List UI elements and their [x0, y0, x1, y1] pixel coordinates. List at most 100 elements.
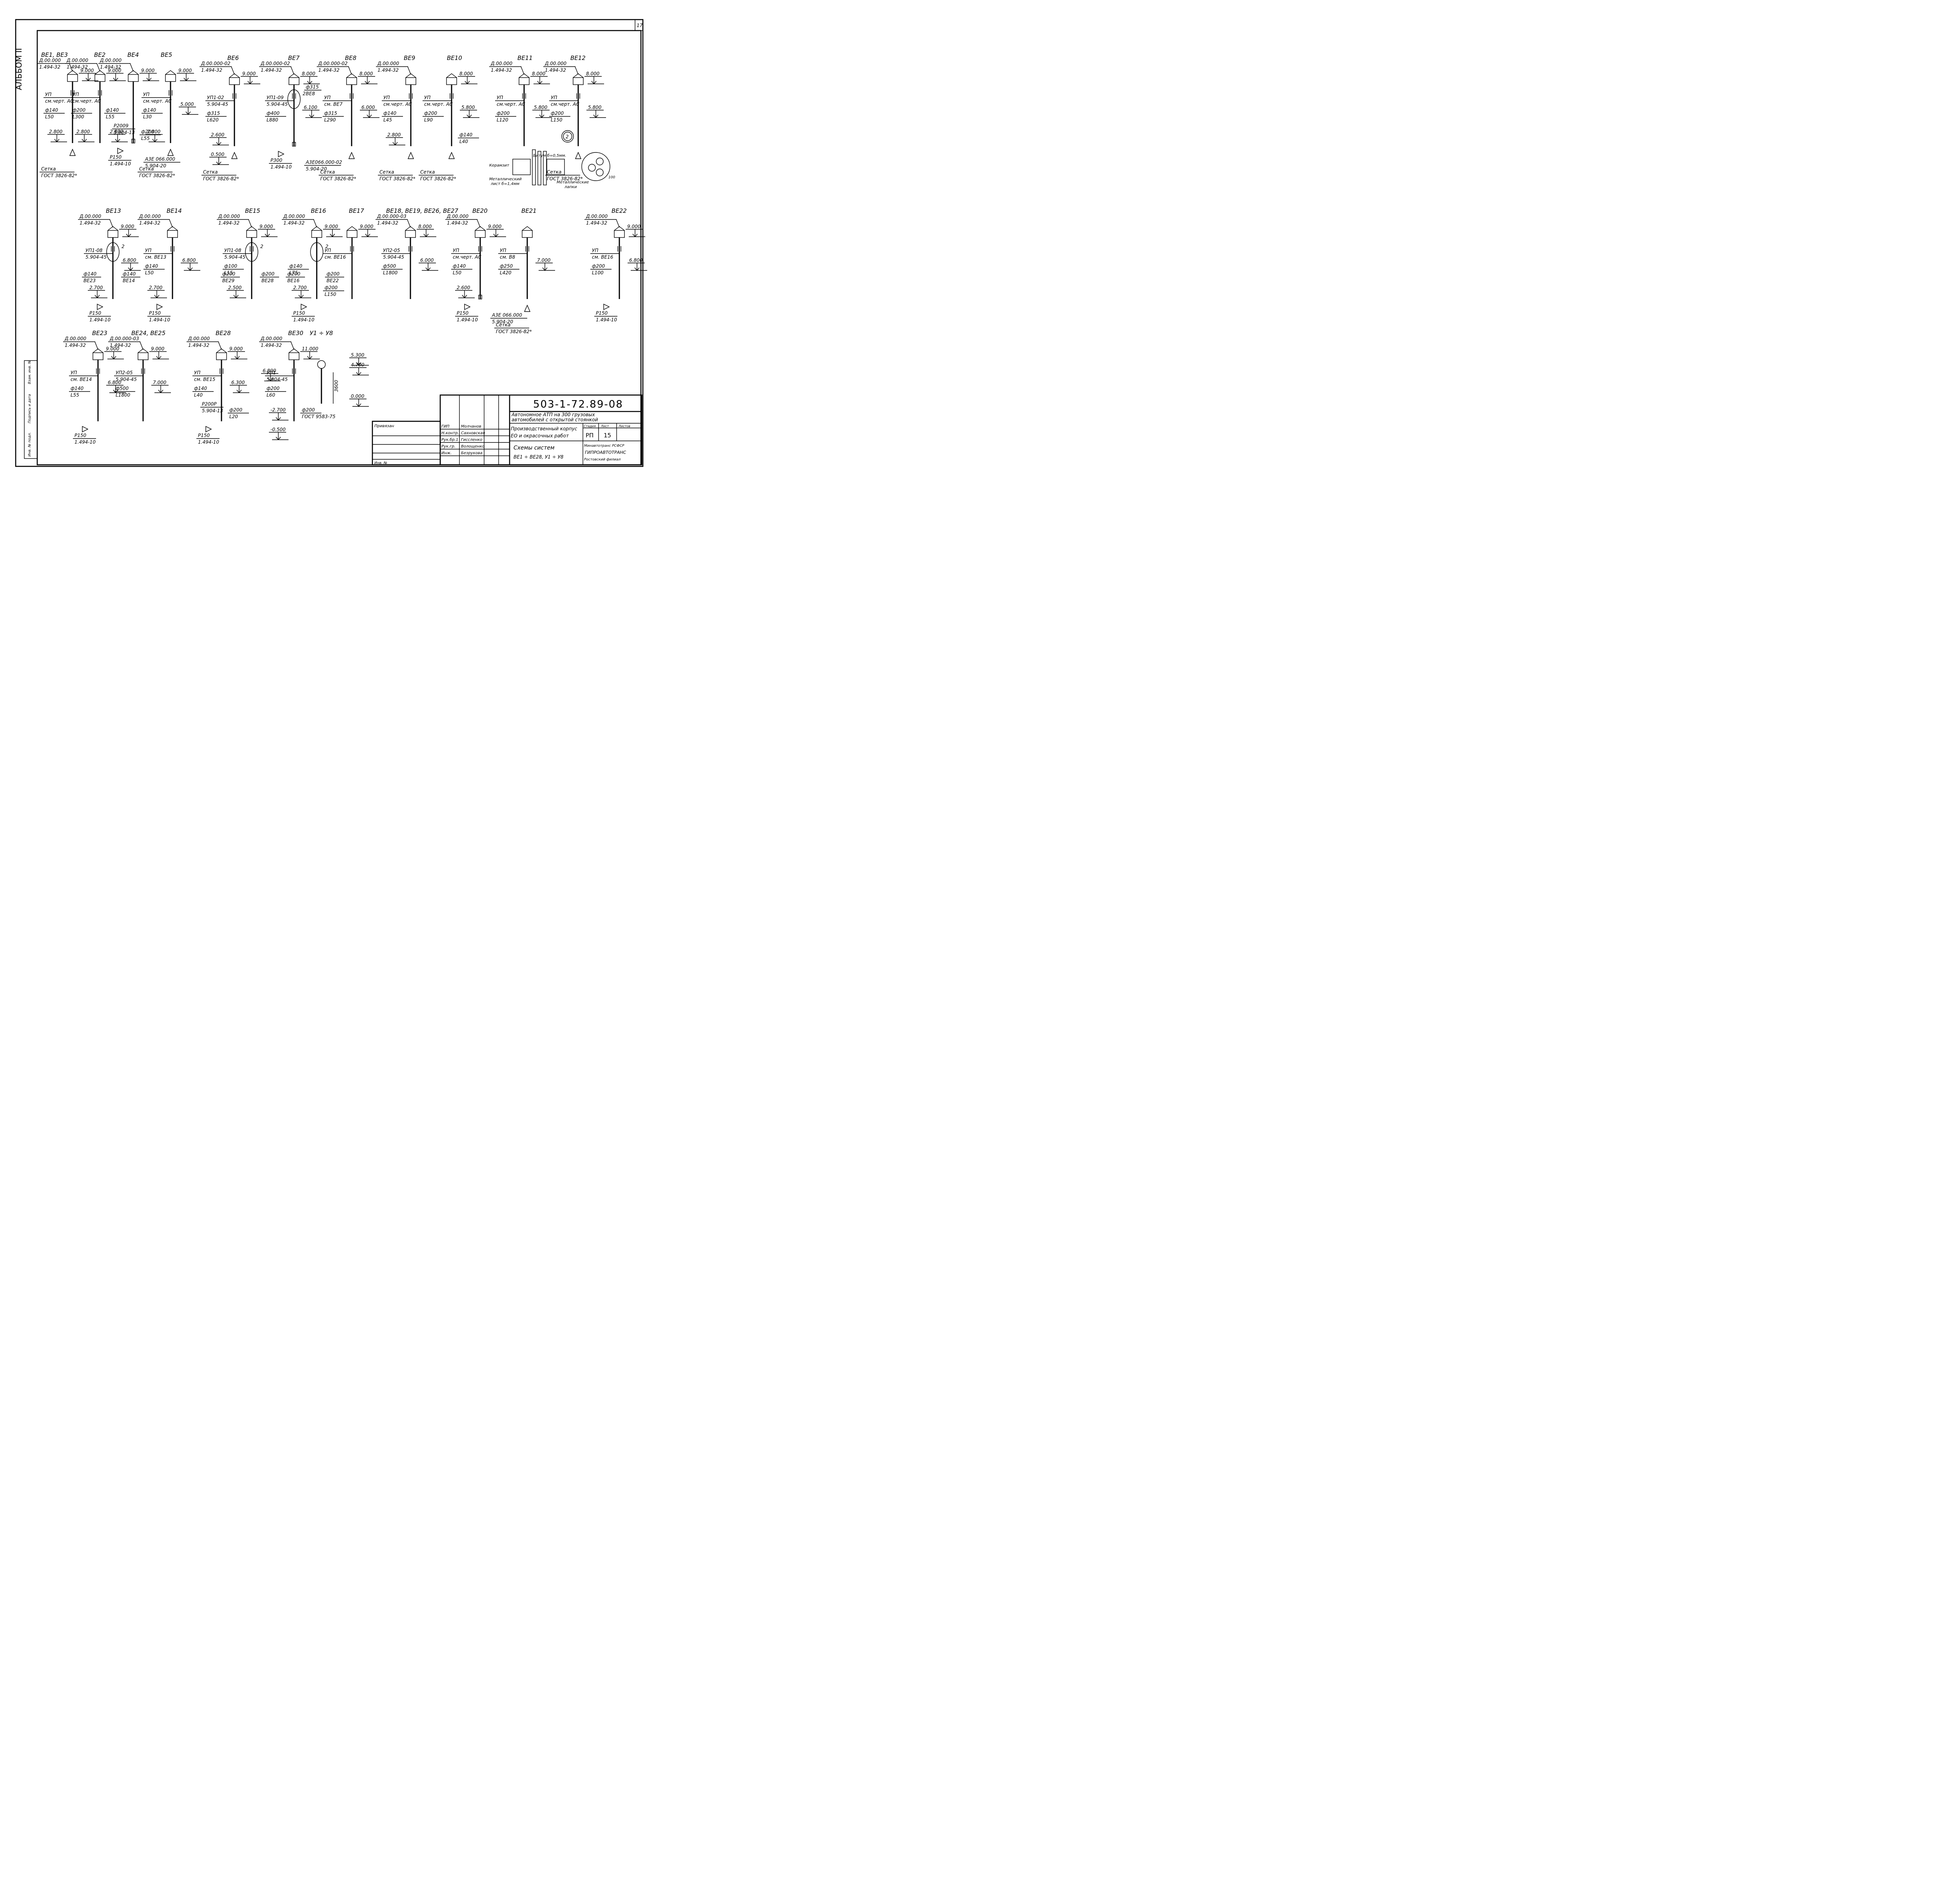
deflector-icon [519, 77, 530, 85]
pipe-hole [596, 169, 604, 176]
system-title: BE13 [106, 207, 121, 214]
unit-label-bottom: 5.904-45 [207, 102, 228, 107]
deflector-cap-icon [522, 226, 533, 231]
pipe2-label-top: ф200 [141, 129, 154, 134]
grille-icon [117, 147, 124, 154]
unit-label-bottom: см.черт. АС [551, 102, 579, 107]
grille-icon [348, 152, 355, 159]
deflector-cap-icon [614, 226, 625, 231]
signature-name: Волощенко [461, 444, 485, 449]
system-title: BE21 [521, 207, 537, 214]
pipe-label-top: ф140 [143, 107, 156, 113]
deflector-label-bottom: 1.494-32 [39, 64, 60, 70]
side-stamp-label-2: Подпись и дата [28, 394, 32, 423]
pipe2-label-top: ф200 [325, 285, 338, 290]
sheet-number: 17 [637, 23, 643, 28]
elevation-top: 8.000 [532, 71, 546, 76]
flange [543, 151, 547, 185]
pipe-label-top: ф140 [45, 107, 58, 113]
detail-2: 2 Битум б=0,5мм. Керамзит Металлический … [489, 130, 615, 189]
tee-node-icon [106, 242, 120, 262]
system-title: BE28 [216, 330, 231, 337]
sheets-header: Листов [618, 424, 630, 428]
elevation-mid: 6.800 [629, 257, 643, 263]
system-be1_be3: BE1, BE3Д.00.0001.494-329.000УПсм.черт. … [38, 51, 98, 178]
deflector-label-bottom: 1.494-32 [318, 67, 339, 73]
grid-label-top: Сетка [496, 322, 510, 328]
pipe-label-bottom: L50 [453, 270, 461, 276]
grille-icon [575, 152, 582, 159]
pipe-label-bottom: L55 [106, 114, 114, 120]
deflector-cap-icon [94, 70, 105, 75]
leader-line [290, 341, 294, 350]
valve-label-bottom: 5.904-13 [202, 408, 223, 413]
deflector-label-bottom: 1.494-32 [139, 220, 160, 226]
pipe-label-top: ф200 [267, 386, 280, 391]
deflector-label-bottom: 1.494-32 [80, 220, 101, 226]
deflector-cap-icon [93, 348, 103, 353]
elevation-bottom: 2.600 [457, 285, 470, 290]
deflector-icon [522, 230, 533, 238]
elevation-mid: 6.000 [361, 105, 375, 110]
sheet-title-line-2: BE1 ÷ BE28, У1 ÷ У8 [514, 454, 564, 460]
grille-icon [167, 149, 174, 156]
pipe-label-bottom: L60 [267, 392, 275, 398]
deflector-cap-icon [128, 70, 139, 75]
pipe-hole [588, 164, 596, 172]
building-line-2: ЕО и окрасочных работ [511, 433, 569, 439]
grid-label-bottom: ГОСТ 3826-82* [203, 176, 239, 181]
deflector-icon [165, 74, 176, 82]
louver-label-bottom: 1.494-10 [293, 317, 314, 323]
deflector-icon [93, 352, 103, 360]
elevation-mid: 6.800 [182, 257, 196, 263]
deflector-cap-icon [107, 226, 118, 231]
dimension-value: 3600 [334, 380, 339, 392]
deflector-label-top: Д.00.000 [260, 336, 283, 341]
branch-label-1-bottom: BE29 [222, 278, 234, 283]
pipe-label-bottom: L50 [45, 114, 54, 120]
elevation-0000: 0.000 [351, 393, 365, 399]
elevation-mid: 6.000 [420, 257, 434, 263]
deflector-icon [246, 230, 257, 238]
damper-icon [131, 139, 135, 143]
unit-label-bottom: см.черт. АС [45, 98, 74, 104]
unit-label-top: УП [592, 248, 598, 253]
deflector-label-top: Д.00.000 [139, 214, 161, 219]
system-title: BE30 [288, 330, 303, 337]
unit-label-top: УП [324, 95, 330, 100]
grid-label-top: Сетка [547, 169, 561, 175]
unit-label-top: УП2-05 [383, 248, 400, 253]
deflector-cap-icon [289, 348, 299, 353]
pipe-label-bottom: L880 [267, 117, 278, 123]
album-label: АЛЬБОМ II [14, 48, 24, 90]
signature-row: Инж.Безрукова [440, 451, 510, 456]
tee-node-icon [287, 89, 301, 109]
deflector-label-top: Д.00.000 [79, 214, 102, 219]
branch-label-bottom: BE8 [306, 91, 315, 96]
elevation-top: 9.000 [627, 224, 641, 229]
grille-icon [278, 150, 285, 158]
unit-label-bottom: 5.904-45 [383, 254, 404, 260]
leader-line [109, 219, 113, 228]
system-title: BE8 [345, 54, 356, 62]
grid-label-bottom: ГОСТ 3826-82* [420, 176, 456, 181]
pipe-label-top: ф140 [194, 386, 207, 391]
branch-label-1-top: ф200 [287, 271, 301, 277]
pipe-label-top: ф140 [383, 111, 397, 116]
deflector-icon [405, 230, 416, 238]
louver-label-top: Р150 [293, 310, 305, 316]
elevation-top: 9.000 [488, 224, 502, 229]
damper-label-bottom: 5.904-20 [492, 319, 513, 324]
unit-label-bottom: 5.904-45 [224, 254, 245, 260]
elevation-bottom: 2.700 [293, 285, 307, 290]
pipe-label-top: ф200 [592, 263, 605, 269]
branch-label-2-bottom: BE22 [327, 278, 339, 283]
deflector-cap-icon [289, 73, 299, 78]
wall-right [546, 159, 565, 175]
signature-name: Сахновская [461, 431, 485, 435]
